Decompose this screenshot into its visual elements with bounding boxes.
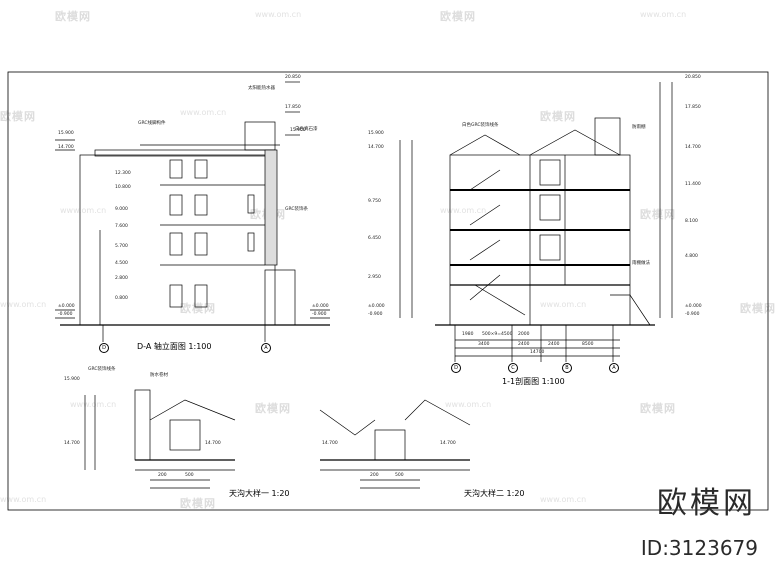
watermark-url: www.om.cn — [540, 300, 587, 309]
watermark-url: www.om.cn — [60, 206, 107, 215]
watermark-url: www.om.cn — [540, 495, 587, 504]
level-label: 8.100 — [685, 219, 698, 224]
level-label: 15.900 — [368, 131, 384, 136]
detail-one-title: 天沟大样一 1:20 — [229, 489, 290, 498]
dimension-label: 2000 — [518, 332, 530, 337]
annotation-label: 白色真石漆 — [295, 127, 318, 132]
dimension-label: 14700 — [530, 350, 545, 355]
level-label: 14.700 — [368, 145, 384, 150]
level-label: 15.900 — [58, 131, 74, 136]
axis-bubble: D — [99, 343, 109, 353]
watermark-logo: 欧模网 — [180, 302, 216, 315]
annotation-label: GRC装饰条 — [285, 207, 309, 212]
dimension-label: 200 — [158, 473, 167, 478]
level-label: ±0.000 — [312, 304, 329, 309]
dimension-label: 1980 — [462, 332, 474, 337]
level-label: 14.700 — [685, 145, 701, 150]
level-label: 11.400 — [685, 182, 701, 187]
annotation-label: 防水卷材 — [150, 373, 168, 378]
level-label: 12.300 — [115, 171, 131, 176]
axis-bubble: A — [261, 343, 271, 353]
watermark-logo: 欧模网 — [740, 302, 776, 315]
section-title: 1-1剖面图 1:100 — [502, 377, 565, 386]
watermark-url: www.om.cn — [70, 400, 117, 409]
axis-bubble: B — [562, 363, 572, 373]
watermark-logo: 欧模网 — [180, 497, 216, 510]
level-label: -0.900 — [312, 312, 327, 317]
watermark-logo: 欧模网 — [440, 10, 476, 23]
watermark-url: www.om.cn — [0, 300, 47, 309]
axis-bubble: D — [451, 363, 461, 373]
watermark-url: www.om.cn — [445, 400, 492, 409]
level-label: 6.450 — [368, 236, 381, 241]
watermark-url: www.om.cn — [440, 206, 487, 215]
dimension-label: 500×9=4500 — [482, 332, 513, 337]
level-label: 20.850 — [285, 75, 301, 80]
level-label: 14.700 — [322, 441, 338, 446]
level-label: ±0.000 — [368, 304, 385, 309]
section-drawing — [399, 82, 673, 362]
dimension-label: 3400 — [478, 342, 490, 347]
annotation-label: 太阳能热水器 — [248, 86, 275, 91]
axis-bubble: C — [508, 363, 518, 373]
watermark-logo: 欧模网 — [55, 10, 91, 23]
dimension-label: 2400 — [518, 342, 530, 347]
level-label: 2.800 — [115, 276, 128, 281]
sheet-frame — [7, 71, 769, 511]
watermark-url: www.om.cn — [180, 108, 227, 117]
detail-two-drawing — [319, 399, 471, 489]
level-label: 17.850 — [285, 105, 301, 110]
level-label: 14.700 — [64, 441, 80, 446]
level-label: 14.700 — [205, 441, 221, 446]
level-label: -0.900 — [58, 312, 73, 317]
annotation-label: GRC装饰线条 — [88, 367, 116, 372]
watermark-logo: 欧模网 — [640, 402, 676, 415]
level-label: 0.800 — [115, 296, 128, 301]
level-label: 4.500 — [115, 261, 128, 266]
detail-one-drawing — [84, 389, 236, 489]
watermark-url: www.om.cn — [255, 10, 302, 19]
elevation-title: D-A 轴立面图 1:100 — [137, 342, 212, 351]
watermark-logo: 欧模网 — [0, 110, 36, 123]
brand-id: ID:3123679 — [640, 536, 758, 560]
level-label: -0.900 — [368, 312, 383, 317]
watermark-logo: 欧模网 — [540, 110, 576, 123]
annotation-label: 白色GRC装饰线条 — [462, 123, 499, 128]
level-label: 2.950 — [368, 275, 381, 280]
dimension-label: 500 — [395, 473, 404, 478]
level-label: ±0.000 — [685, 304, 702, 309]
watermark-logo: 欧模网 — [255, 402, 291, 415]
dimension-label: 2400 — [548, 342, 560, 347]
level-label: 10.800 — [115, 185, 131, 190]
annotation-label: GRC线脚构件 — [138, 121, 166, 126]
level-label: 7.600 — [115, 224, 128, 229]
brand-name: 欧模网 — [657, 486, 756, 521]
level-label: 15.900 — [64, 377, 80, 382]
elevation-drawing — [55, 81, 330, 342]
watermark-url: www.om.cn — [640, 10, 687, 19]
level-label: 14.700 — [440, 441, 456, 446]
dimension-label: 8500 — [582, 342, 594, 347]
dimension-label: 200 — [370, 473, 379, 478]
level-label: 15.900 — [290, 128, 306, 133]
detail-two-title: 天沟大样二 1:20 — [464, 489, 525, 498]
annotation-label: 防雨棚 — [632, 125, 646, 130]
watermark-url: www.om.cn — [0, 495, 47, 504]
level-label: 4.800 — [685, 254, 698, 259]
watermark-logo: 欧模网 — [640, 208, 676, 221]
level-label: 14.700 — [58, 145, 74, 150]
level-label: 9.750 — [368, 199, 381, 204]
level-label: 5.700 — [115, 244, 128, 249]
dimension-label: 500 — [185, 473, 194, 478]
level-label: -0.900 — [685, 312, 700, 317]
level-label: 20.850 — [685, 75, 701, 80]
axis-bubble: A — [609, 363, 619, 373]
level-label: 17.850 — [685, 105, 701, 110]
annotation-label: 雨棚做法 — [632, 261, 650, 266]
level-label: ±0.000 — [58, 304, 75, 309]
level-label: 9.000 — [115, 207, 128, 212]
